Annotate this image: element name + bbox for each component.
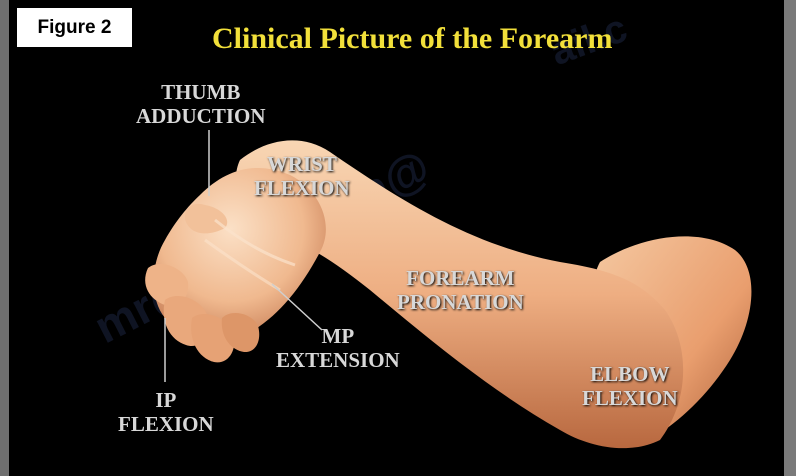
label-line: ELBOW: [582, 362, 678, 386]
label-line: WRIST: [254, 152, 350, 176]
right-frame-border: [784, 0, 796, 476]
label-elbow-flexion: ELBOW FLEXION: [582, 362, 678, 410]
label-line: THUMB: [136, 80, 266, 104]
figure-tag: Figure 2: [17, 8, 132, 47]
left-frame-border: [0, 0, 9, 476]
label-wrist-flexion: WRIST FLEXION: [254, 152, 350, 200]
label-line: ADDUCTION: [136, 104, 266, 128]
label-line: FOREARM: [397, 266, 524, 290]
label-line: IP: [118, 388, 214, 412]
label-mp-extension: MP EXTENSION: [276, 324, 400, 372]
label-line: FLEXION: [582, 386, 678, 410]
label-forearm-pronation: FOREARM PRONATION: [397, 266, 524, 314]
label-line: EXTENSION: [276, 348, 400, 372]
label-line: FLEXION: [254, 176, 350, 200]
label-line: FLEXION: [118, 412, 214, 436]
label-ip-flexion: IP FLEXION: [118, 388, 214, 436]
label-line: MP: [276, 324, 400, 348]
label-line: PRONATION: [397, 290, 524, 314]
label-thumb-adduction: THUMB ADDUCTION: [136, 80, 266, 128]
figure-title: Clinical Picture of the Forearm: [212, 22, 612, 56]
